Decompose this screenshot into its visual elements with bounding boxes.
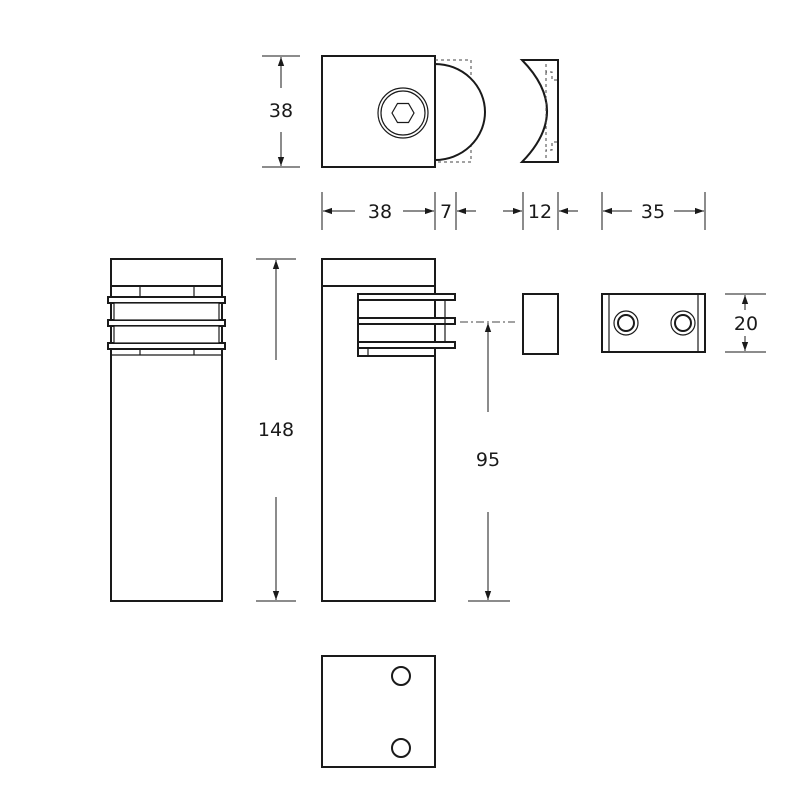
side-view [321,258,456,602]
dim-label-top-width: 38 [368,201,392,223]
dim-label-block-width: 35 [641,201,665,223]
dim-label-offset: 7 [440,201,452,223]
dimension-offset: 7 [440,192,476,230]
dim-label-top-height: 38 [269,100,293,122]
dim-label-clamp-width: 12 [528,201,552,223]
dimension-top-width: 38 [321,192,436,230]
hex-screw-icon [377,87,429,139]
dimension-total-height: 148 [256,258,296,602]
dimension-block-height: 20 [725,293,766,353]
front-view [107,258,226,602]
dim-label-total-height: 148 [258,419,294,441]
screw-head-icon [613,310,639,336]
clamp-profile-view [519,59,559,163]
dim-label-block-height: 20 [734,313,758,335]
dimension-block-width: 35 [601,192,706,230]
dimension-mount-height: 95 [460,321,515,602]
screw-head-icon [670,310,696,336]
clamp-block [522,293,559,355]
base-block-view [601,293,706,353]
top-view [321,55,486,168]
dim-label-mount-height: 95 [476,449,500,471]
bottom-view [321,655,436,768]
dimension-clamp-width: 12 [503,192,578,230]
dimension-top-height: 38 [262,55,300,168]
